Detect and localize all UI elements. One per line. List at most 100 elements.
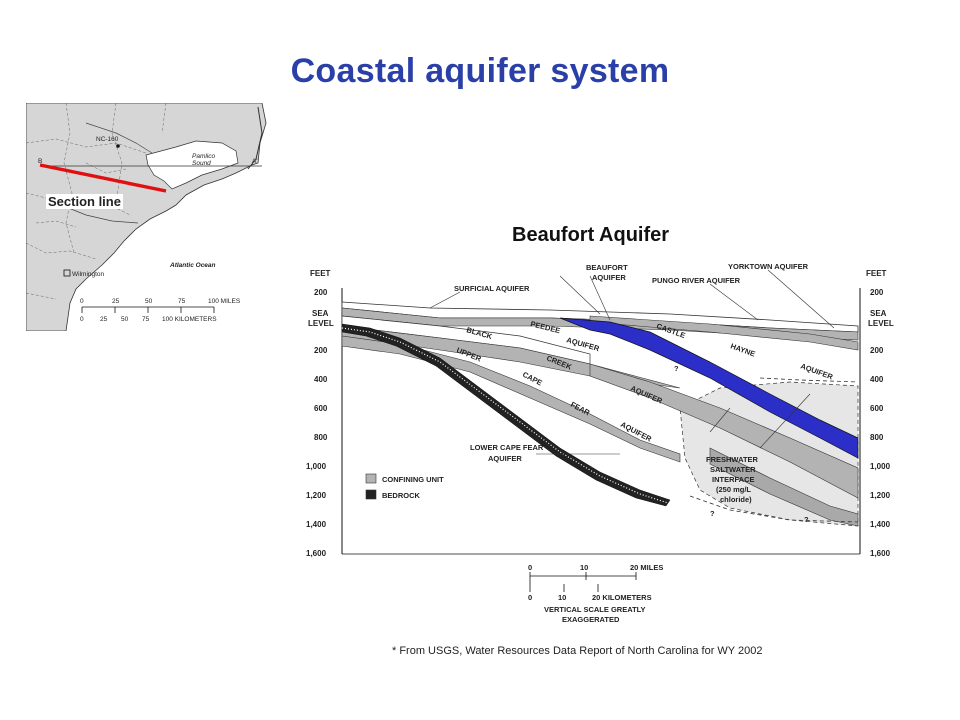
leader-lines <box>429 269 835 455</box>
scale-mi-0: 0 <box>528 563 532 572</box>
right-tick-400: 400 <box>870 375 884 384</box>
label-beaufort-2: AQUIFER <box>592 273 626 282</box>
section-line-label: Section line <box>46 194 123 209</box>
barrier-island <box>247 106 263 170</box>
right-tick-600: 600 <box>870 404 884 413</box>
location-map: NC-160 Pamlico Sound Atlantic Ocean Wilm… <box>26 103 270 331</box>
bedrock-layer <box>341 323 671 507</box>
legend-label-bedrock: BEDROCK <box>382 491 421 500</box>
cross-section: FEET FEET 200 SEA LEVEL 200 400 600 800 … <box>290 258 910 638</box>
map-mi-100: 100 MILES <box>208 298 241 305</box>
map-mi-25: 25 <box>112 298 120 305</box>
left-tick-200: 200 <box>314 346 328 355</box>
label-castle-aquifer: AQUIFER <box>799 361 834 381</box>
confining-unit-castle-hayne <box>589 363 859 499</box>
label-interface-5: chloride) <box>720 495 752 504</box>
section-scale-bar: 0 10 20 MILES 0 10 20 KILOMETERS VERTICA… <box>528 563 663 624</box>
left-tick-sea-level-2: LEVEL <box>308 319 334 328</box>
beaufort-aquifer <box>559 317 859 459</box>
map-city-label: Wilmington <box>72 271 105 278</box>
left-tick-1600: 1,600 <box>306 549 327 558</box>
scale-km-0: 0 <box>528 593 532 602</box>
label-lower-cape-fear-1: LOWER CAPE FEAR <box>470 443 544 452</box>
cross-section-drawing: FEET FEET 200 SEA LEVEL 200 400 600 800 … <box>306 262 894 624</box>
confining-unit-yorktown <box>589 315 859 351</box>
scale-note-1: VERTICAL SCALE GREATLY <box>544 605 646 614</box>
section-line <box>39 163 167 193</box>
label-surficial: SURFICIAL AQUIFER <box>454 284 530 293</box>
map-ocean-label: Atlantic Ocean <box>169 262 216 269</box>
scale-mi-10: 10 <box>580 563 588 572</box>
aquifer-heading: Beaufort Aquifer <box>512 224 670 246</box>
map-sound-line-2: Sound <box>192 160 211 167</box>
left-tick-1000: 1,000 <box>306 462 327 471</box>
map-mi-75: 75 <box>178 298 186 305</box>
right-tick-1000: 1,000 <box>870 462 891 471</box>
citation: * From USGS, Water Resources Data Report… <box>392 645 763 657</box>
map-mi-0: 0 <box>80 298 84 305</box>
legend-swatch-bedrock <box>365 489 377 500</box>
map-km-75: 75 <box>142 316 150 323</box>
label-interface-4: (250 mg/L <box>716 485 751 494</box>
map-km-100: 100 KILOMETERS <box>162 316 217 323</box>
map-route-label: NC-160 <box>96 136 119 143</box>
map-point-b: B <box>38 158 42 165</box>
map-km-0: 0 <box>80 316 84 323</box>
label-question-1: ? <box>674 364 679 373</box>
legend-label-confining: CONFINING UNIT <box>382 475 444 484</box>
map-point-a: A' <box>252 158 258 165</box>
left-tick-200-above: 200 <box>314 288 328 297</box>
left-depth-ticks: 200 SEA LEVEL 200 400 600 800 1,000 1,20… <box>306 288 334 558</box>
map-scale-bar: 0 25 50 75 100 MILES 0 25 50 75 100 KILO… <box>80 298 241 323</box>
map-sound-label: Pamlico Sound <box>192 153 217 167</box>
label-lower-cape-fear-2: AQUIFER <box>488 454 522 463</box>
scale-km-20: 20 KILOMETERS <box>592 593 652 602</box>
legend-swatch-confining <box>365 473 377 484</box>
right-tick-sea-level-2: LEVEL <box>868 319 894 328</box>
right-tick-1200: 1,200 <box>870 491 891 500</box>
map-km-25: 25 <box>100 316 108 323</box>
confining-unit-deep <box>709 447 859 527</box>
wilmington-marker <box>63 269 71 277</box>
scale-mi-20: 20 MILES <box>630 563 663 572</box>
left-tick-1200: 1,200 <box>306 491 327 500</box>
right-tick-800: 800 <box>870 433 884 442</box>
label-question-3: ? <box>804 515 809 524</box>
scale-km-10: 10 <box>558 593 566 602</box>
left-tick-sea-level-1: SEA <box>312 309 329 318</box>
label-question-2: ? <box>710 509 715 518</box>
label-interface-3: INTERFACE <box>712 475 755 484</box>
label-interface-1: FRESHWATER <box>706 455 759 464</box>
river <box>85 122 153 154</box>
location-map-drawing: NC-160 Pamlico Sound Atlantic Ocean Wilm… <box>26 103 270 331</box>
label-hayne: HAYNE <box>729 341 756 358</box>
left-tick-1400: 1,400 <box>306 520 327 529</box>
left-tick-400: 400 <box>314 375 328 384</box>
slide-title: Coastal aquifer system <box>290 52 670 90</box>
left-axis-title: FEET <box>310 269 331 278</box>
right-tick-1400: 1,400 <box>870 520 891 529</box>
right-tick-sea-level-1: SEA <box>870 309 887 318</box>
label-interface-2: SALTWATER <box>710 465 756 474</box>
right-tick-200-above: 200 <box>870 288 884 297</box>
left-tick-600: 600 <box>314 404 328 413</box>
confining-unit-cape-fear <box>341 335 681 463</box>
river <box>55 202 139 224</box>
sound-water <box>145 140 239 190</box>
right-axis-title: FEET <box>866 269 887 278</box>
scale-note-2: EXAGGERATED <box>562 615 620 624</box>
right-depth-ticks: 200 SEA LEVEL 200 400 600 800 1,000 1,20… <box>868 288 894 558</box>
map-mi-50: 50 <box>145 298 153 305</box>
legend: CONFINING UNIT BEDROCK <box>365 473 444 500</box>
label-yorktown: YORKTOWN AQUIFER <box>728 262 809 271</box>
map-sound-line-1: Pamlico <box>192 153 216 160</box>
right-tick-200: 200 <box>870 346 884 355</box>
label-beaufort-1: BEAUFORT <box>586 263 628 272</box>
town-dot <box>116 144 120 148</box>
left-tick-800: 800 <box>314 433 328 442</box>
label-pungo: PUNGO RIVER AQUIFER <box>652 276 741 285</box>
interface-line-upper <box>759 377 859 383</box>
interface-line-lower <box>689 495 859 523</box>
right-tick-1600: 1,600 <box>870 549 891 558</box>
map-km-50: 50 <box>121 316 129 323</box>
